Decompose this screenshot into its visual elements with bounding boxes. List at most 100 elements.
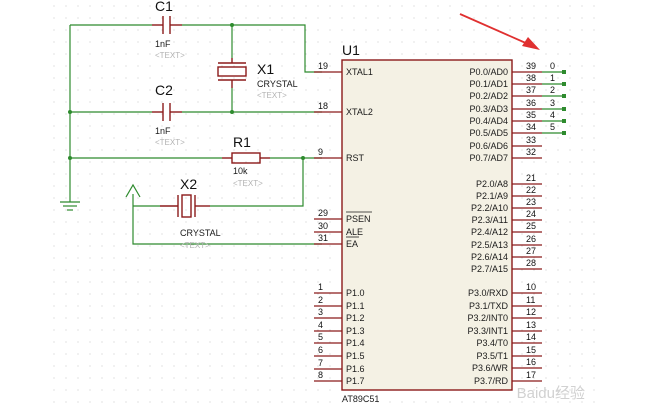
pin-label: P1.2 xyxy=(346,313,365,323)
pin-p1-0[interactable]: 1P1.0 xyxy=(314,282,365,298)
right-pins: 39P0.0/AD0038P0.1/AD1137P0.2/AD2236P0.3/… xyxy=(467,61,566,386)
pin-number: 5 xyxy=(318,332,323,342)
chip-body[interactable] xyxy=(341,59,513,391)
crystal-x2[interactable] xyxy=(160,194,210,218)
pin-number: 2 xyxy=(318,295,323,305)
x1-value: CRYSTAL xyxy=(257,79,298,89)
pin-number: 16 xyxy=(526,357,536,367)
pin-number: 34 xyxy=(526,122,536,132)
pin-p1-1[interactable]: 2P1.1 xyxy=(314,295,365,311)
pin-p1-3[interactable]: 4P1.3 xyxy=(314,320,365,336)
capacitor-c2[interactable] xyxy=(152,103,182,121)
pin-p1-6[interactable]: 7P1.6 xyxy=(314,358,365,374)
pin-number: 11 xyxy=(526,295,535,305)
pin-number: 19 xyxy=(318,61,328,71)
pin-label: P0.1/AD1 xyxy=(469,79,508,89)
pin-number: 36 xyxy=(526,98,536,108)
pin-p1-2[interactable]: 3P1.2 xyxy=(314,307,365,323)
pin-label: P1.0 xyxy=(346,288,365,298)
pin-label: P0.2/AD2 xyxy=(469,91,508,101)
c1-text: <TEXT> xyxy=(155,51,185,60)
pin-number: 17 xyxy=(526,370,536,380)
pin-label: P0.4/AD4 xyxy=(469,116,508,126)
pin-number: 29 xyxy=(318,208,328,218)
pin-label: P1.7 xyxy=(346,376,365,386)
pin-label: P0.0/AD0 xyxy=(469,67,508,77)
r1-text: <TEXT> xyxy=(233,179,263,188)
pin-p1-5[interactable]: 6P1.5 xyxy=(314,345,365,361)
crystal-x1[interactable] xyxy=(217,58,247,88)
pin-number: 24 xyxy=(526,209,536,219)
pin-number: 25 xyxy=(526,221,536,231)
pin-number: 3 xyxy=(318,307,323,317)
pin-label: P3.6/WR xyxy=(472,363,509,373)
pin-label: P2.4/A12 xyxy=(471,227,508,237)
pin-label: P3.1/TXD xyxy=(469,301,509,311)
component-labels: C1 1nF <TEXT> C2 1nF <TEXT> X1 CRYSTAL <… xyxy=(155,0,298,250)
net-label: 4 xyxy=(550,110,555,120)
pin-number: 6 xyxy=(318,345,323,355)
pin-label: EA xyxy=(346,239,358,249)
watermark-text: Baidu经验 xyxy=(517,385,585,402)
pin-number: 8 xyxy=(318,370,323,380)
pin-number: 28 xyxy=(526,258,536,268)
pin-label: P3.3/INT1 xyxy=(467,326,508,336)
pin-number: 14 xyxy=(526,332,536,342)
pin-number: 13 xyxy=(526,320,536,330)
resistor-r1[interactable] xyxy=(222,152,270,164)
pin-label: PSEN xyxy=(346,214,371,224)
left-pins: 19XTAL118XTAL29RST29PSEN30ALE31EA1P1.02P… xyxy=(314,61,373,386)
pin-label: XTAL1 xyxy=(346,67,373,77)
pin-number: 23 xyxy=(526,197,536,207)
pin-p1-7[interactable]: 8P1.7 xyxy=(314,370,365,386)
pin-number: 15 xyxy=(526,345,536,355)
capacitor-c1[interactable] xyxy=(152,16,182,34)
pin-label: P1.3 xyxy=(346,326,365,336)
pin-number: 39 xyxy=(526,61,536,71)
c2-ref: C2 xyxy=(155,82,173,98)
pin-label: P2.2/A10 xyxy=(471,203,508,213)
x2-ref: X2 xyxy=(180,176,197,192)
chip-name: AT89C51 xyxy=(342,394,379,403)
pin-label: P3.2/INT0 xyxy=(467,313,508,323)
pin-number: 32 xyxy=(526,147,536,157)
pin-number: 10 xyxy=(526,282,536,292)
x2-value: CRYSTAL xyxy=(180,228,221,238)
c2-text: <TEXT> xyxy=(155,138,185,147)
x1-text: <TEXT> xyxy=(257,91,287,100)
pin-label: P1.5 xyxy=(346,351,365,361)
pin-number: 26 xyxy=(526,234,536,244)
pin-p1-4[interactable]: 5P1.4 xyxy=(314,332,365,348)
